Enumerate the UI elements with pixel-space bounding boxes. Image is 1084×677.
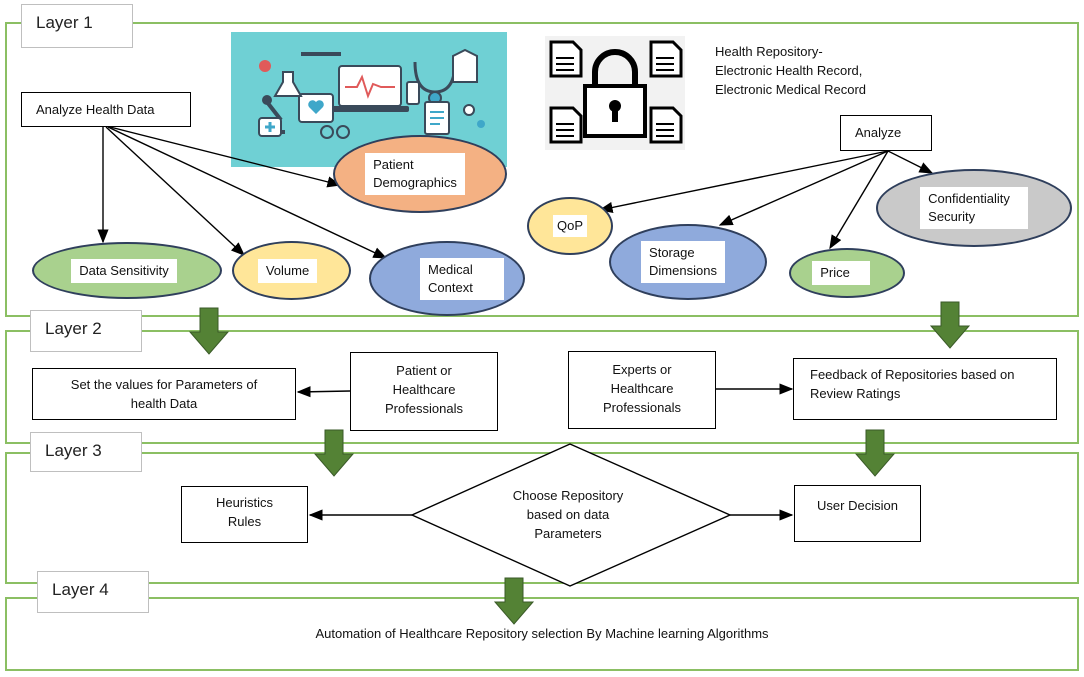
arrow-to-confidentiality (887, 150, 934, 174)
qop-ellipse: QoP (527, 197, 613, 255)
choose-repository-line-1: Choose Repository (512, 488, 624, 503)
set-values-line-1: Set the values for Parameters of (70, 377, 258, 392)
confidentiality-line-2: Security (928, 209, 976, 224)
storage-dimensions-line-2: Dimensions (649, 263, 717, 278)
qop-label: QoP (552, 215, 587, 237)
medical-context-line-2: Context (428, 279, 473, 295)
set-values-box: Set the values for Parameters of health … (32, 368, 296, 420)
layer-4-text: Layer 4 (52, 580, 109, 599)
feedback-box: Feedback of Repositories based on Review… (793, 358, 1057, 420)
layer-3-label: Layer 3 (30, 432, 142, 472)
patient-demographics-ellipse: Patient Demographics (333, 135, 507, 213)
price-ellipse: Price (789, 248, 905, 298)
user-decision-text: User Decision (817, 498, 898, 513)
volume-label: Volume (257, 258, 318, 283)
analyze-health-data-text: Analyze Health Data (36, 102, 155, 117)
price-label: Price (812, 261, 870, 285)
analyze-health-data-box: Analyze Health Data (21, 92, 191, 127)
arrow-to-price (829, 150, 889, 250)
set-values-line-2: health Data (130, 396, 198, 411)
health-devices-illustration (231, 32, 507, 167)
data-sensitivity-label: Data Sensitivity (71, 258, 177, 283)
storage-dimensions-line-1: Storage (649, 245, 695, 260)
medical-context-ellipse: Medical Context (369, 241, 525, 316)
experts-or-hcp-box: Experts or Healthcare Professionals (568, 351, 716, 429)
medical-context-line-1: Medical (428, 261, 473, 277)
green-arrow-layer3 (493, 577, 535, 625)
confidentiality-security-ellipse: Confidentiality Security (876, 169, 1072, 247)
health-repository-line-1: Health Repository- (715, 44, 823, 59)
patient-or-hcp-line-3: Professionals (384, 401, 464, 416)
storage-dimensions-label: Storage Dimensions (641, 241, 725, 283)
green-arrow-layer1-right (929, 301, 971, 349)
choose-repository-diamond (410, 443, 732, 587)
patient-demographics-label: Patient Demographics (365, 153, 465, 195)
layer-4-label: Layer 4 (37, 571, 149, 613)
experts-or-hcp-line-3: Professionals (602, 400, 682, 415)
patient-demographics-line-1: Patient (373, 157, 414, 172)
choose-repository-text: Choose Repository based on data Paramete… (478, 486, 658, 543)
layer-2-text: Layer 2 (45, 319, 102, 338)
data-sensitivity-ellipse: Data Sensitivity (32, 242, 222, 299)
green-arrow-layer2-left (313, 429, 355, 477)
arrow-to-qop (598, 150, 889, 213)
patient-or-hcp-line-2: Healthcare (392, 382, 456, 397)
layer-1-frame (5, 22, 1079, 317)
experts-or-hcp-line-2: Healthcare (610, 381, 674, 396)
health-repository-text: Health Repository- Electronic Health Rec… (715, 42, 915, 99)
health-repository-line-3: Electronic Medical Record (715, 82, 867, 97)
arrow-to-patient-demographics (109, 126, 342, 188)
green-arrow-layer2-right (854, 429, 896, 477)
patient-demographics-line-2: Demographics (373, 175, 457, 190)
feedback-line-1: Feedback of Repositories based on (810, 367, 1015, 382)
storage-dimensions-ellipse: Storage Dimensions (609, 224, 767, 300)
heuristics-rules-box: Heuristics Rules (181, 486, 308, 543)
arrow-to-storage-dimensions (718, 150, 889, 226)
volume-ellipse: Volume (232, 241, 351, 300)
patient-or-hcp-box: Patient or Healthcare Professionals (350, 352, 498, 431)
layer-1-label: Layer 1 (21, 4, 133, 48)
arrow-to-medical-context (107, 126, 388, 259)
confidentiality-security-label: Confidentiality Security (920, 187, 1028, 229)
medical-context-label: Medical Context (420, 257, 504, 300)
heuristics-line-2: Rules (227, 514, 262, 529)
heuristics-line-1: Heuristics (215, 495, 274, 510)
choose-repository-line-3: Parameters (534, 526, 602, 541)
feedback-line-2: Review Ratings (810, 386, 901, 401)
arrow-to-volume (105, 126, 246, 256)
confidentiality-line-1: Confidentiality (928, 191, 1010, 206)
analyze-text: Analyze (855, 125, 902, 140)
layer-4-frame (5, 597, 1079, 671)
automation-text: Automation of Healthcare Repository sele… (315, 626, 769, 641)
health-repository-line-2: Electronic Health Record, (715, 63, 863, 78)
layer-2-label: Layer 2 (30, 310, 142, 352)
choose-repository-line-2: based on data (526, 507, 610, 522)
layer-2-frame (5, 330, 1079, 444)
layer-3-text: Layer 3 (45, 441, 102, 460)
layer-3-frame (5, 452, 1079, 584)
layer-1-text: Layer 1 (36, 13, 93, 32)
patient-or-hcp-line-1: Patient or (396, 363, 452, 378)
experts-or-hcp-line-1: Experts or (612, 362, 672, 377)
arrow-patient-to-set-values (296, 386, 351, 398)
user-decision-box: User Decision (794, 485, 921, 542)
green-arrow-layer1-left (188, 307, 230, 355)
analyze-box: Analyze (840, 115, 932, 151)
lock-documents-icon (545, 36, 685, 150)
